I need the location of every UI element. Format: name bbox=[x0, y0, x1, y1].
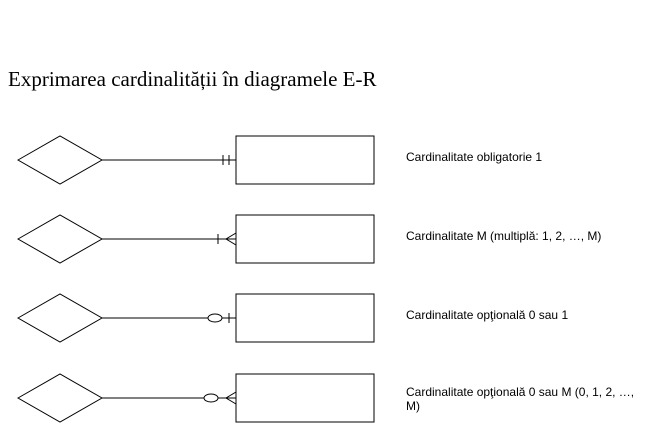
row-zero-or-one bbox=[16, 293, 375, 343]
row-one-or-many bbox=[16, 214, 375, 264]
zero-circle bbox=[207, 313, 223, 323]
entity-rectangle bbox=[235, 135, 375, 185]
crows-foot bbox=[225, 232, 237, 246]
diagram-title: Exprimarea cardinalității în diagramele … bbox=[8, 67, 377, 91]
relationship-diamond bbox=[16, 373, 104, 423]
cardinality-label-clip: Cardinalitate opţională 0 sau M (0, 1, 2… bbox=[406, 385, 646, 413]
crows-foot bbox=[225, 391, 237, 405]
entity-rectangle bbox=[235, 293, 375, 343]
entity-rectangle bbox=[235, 214, 375, 264]
cardinality-label-mandatory-one: Cardinalitate obligatorie 1 bbox=[406, 150, 543, 164]
entity-rectangle bbox=[235, 373, 375, 423]
relationship-diamond bbox=[16, 135, 104, 185]
cardinality-label-one-or-many: Cardinalitate M (multiplă: 1, 2, …, M) bbox=[406, 229, 602, 243]
cardinality-label-zero-or-one: Cardinalitate opţională 0 sau 1 bbox=[406, 308, 569, 322]
cardinality-label-zero-or-many: Cardinalitate opţională 0 sau M (0, 1, 2… bbox=[406, 385, 635, 413]
row-mandatory-one bbox=[16, 135, 375, 185]
zero-circle bbox=[203, 393, 219, 403]
row-zero-or-many bbox=[16, 373, 375, 423]
relationship-diamond bbox=[16, 293, 104, 343]
relationship-diamond bbox=[16, 214, 104, 264]
